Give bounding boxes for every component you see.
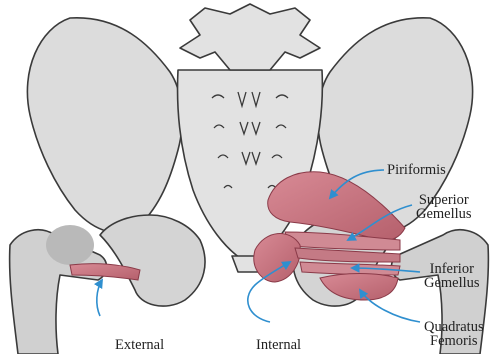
external-leader — [97, 280, 102, 316]
lumbar-vertebra — [180, 4, 320, 70]
left-ischium — [100, 215, 205, 306]
label-piriformis: Piriformis — [387, 163, 446, 177]
label-quadratus-femoris: Quadratus Femoris — [424, 320, 484, 348]
inferior-gemellus-muscle — [300, 262, 400, 275]
left-ilium — [27, 18, 182, 233]
left-hip-joint — [46, 225, 94, 265]
label-inferior-gemellus: Inferior Gemellus — [424, 262, 480, 290]
label-superior-gemellus: Superior Gemellus — [416, 193, 472, 221]
pelvis-bones — [10, 4, 489, 354]
label-external: External — [115, 338, 164, 352]
label-internal: Internal — [256, 338, 301, 352]
